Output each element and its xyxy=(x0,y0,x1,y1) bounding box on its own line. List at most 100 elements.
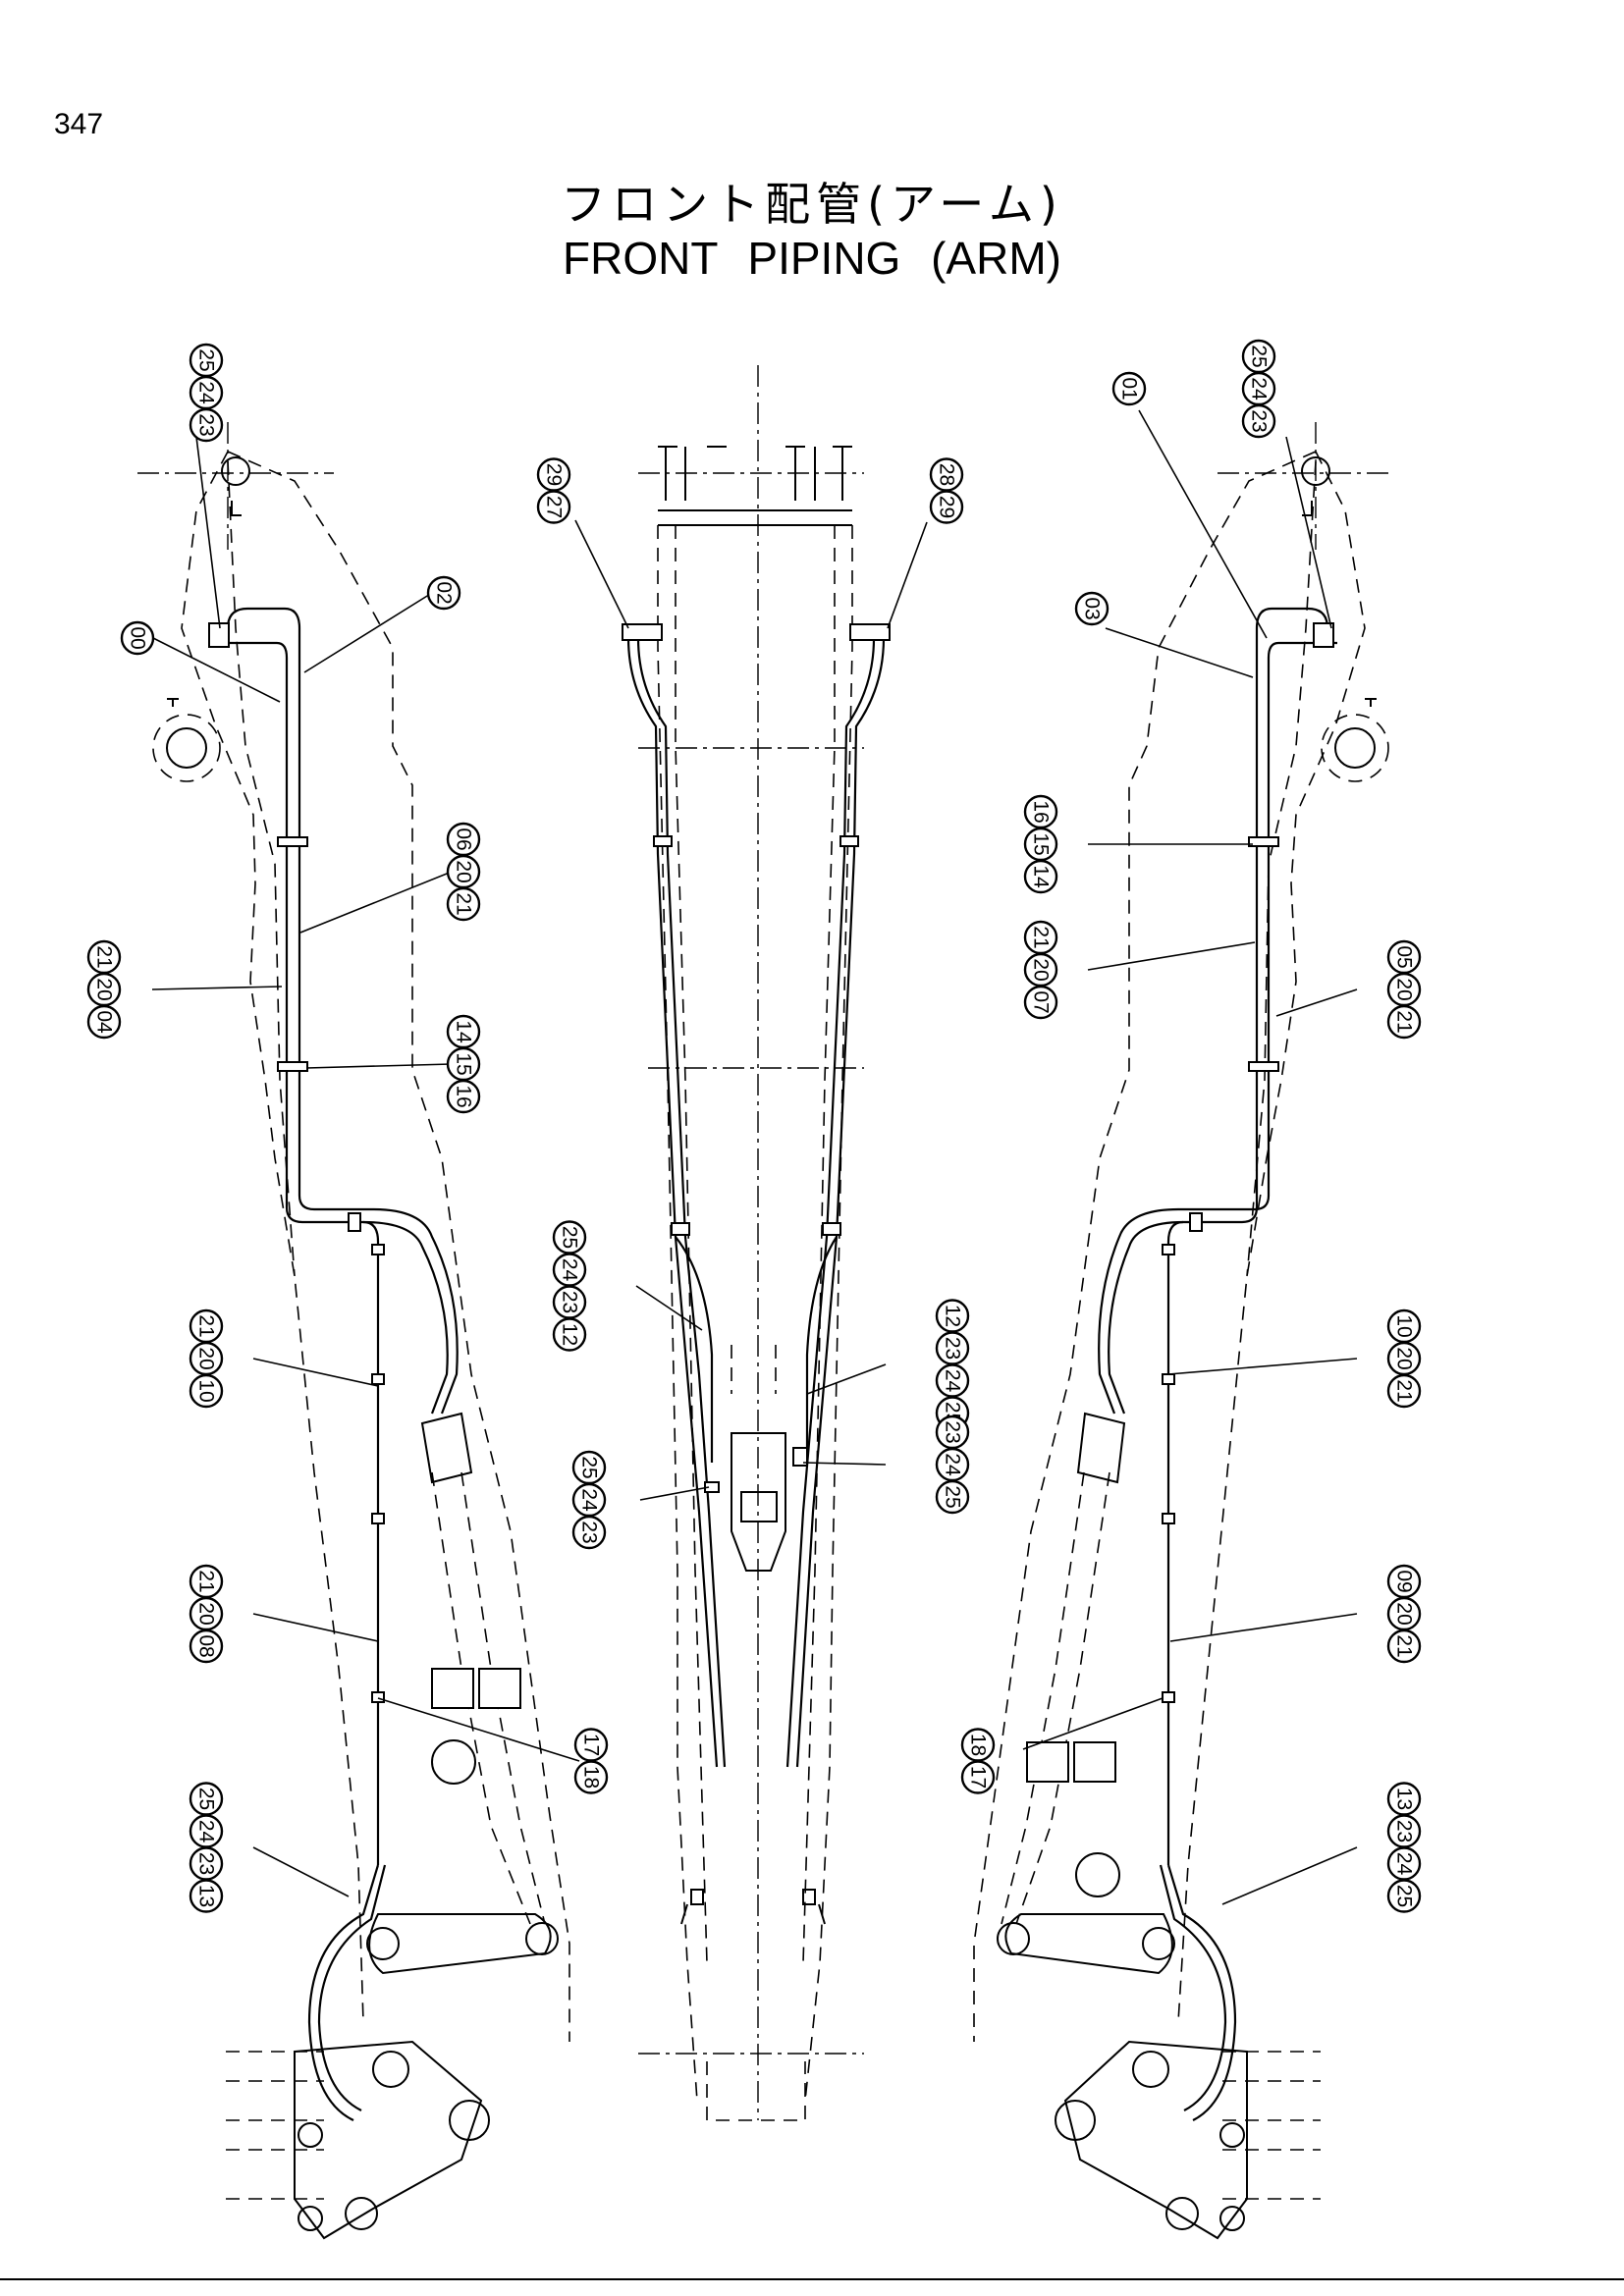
callout-group-r1: 01 xyxy=(1111,371,1147,406)
callout-circle xyxy=(86,1004,122,1040)
callout-number: 24 xyxy=(195,381,218,404)
callout-number: 28 xyxy=(936,463,958,486)
callout-number: 07 xyxy=(1030,990,1053,1013)
callout-number: 24 xyxy=(578,1488,601,1512)
callout-circle xyxy=(960,1760,996,1794)
callout-number: 25 xyxy=(1393,1885,1416,1907)
callout-number: 20 xyxy=(195,1347,218,1369)
callout-circle xyxy=(1241,403,1276,439)
callout-number: 24 xyxy=(942,1369,964,1393)
callout-circle xyxy=(426,575,461,611)
callout-group-l1: 25 24 23 xyxy=(189,343,224,443)
callout-group-r4: 16 15 14 xyxy=(1023,794,1058,894)
callout-group-l4: 06 20 21 xyxy=(446,822,481,922)
callout-number: 29 xyxy=(936,496,958,518)
callout-number: 21 xyxy=(1030,926,1053,948)
callout-group-r3: 03 xyxy=(1074,591,1110,626)
callout-circle xyxy=(189,1629,224,1664)
callout-number: 29 xyxy=(543,463,566,486)
page-number: 347 xyxy=(54,108,104,140)
callout-number: 13 xyxy=(195,1885,218,1907)
center-top-view xyxy=(574,365,928,2121)
callout-number: 21 xyxy=(1393,1010,1416,1033)
callout-circle xyxy=(1023,985,1058,1020)
callout-number: 05 xyxy=(1393,945,1416,968)
callout-number: 14 xyxy=(453,1020,475,1043)
callout-circle xyxy=(1386,1629,1422,1664)
callout-number: 24 xyxy=(559,1258,581,1282)
callout-number: 20 xyxy=(1393,978,1416,1000)
callout-group-l7: 21 20 10 xyxy=(189,1308,224,1409)
callout-number: 23 xyxy=(1248,409,1271,432)
callout-number: 15 xyxy=(453,1052,475,1075)
callout-number: 06 xyxy=(453,828,475,850)
callout-number: 23 xyxy=(1393,1820,1416,1842)
callout-number: 14 xyxy=(1030,865,1053,888)
callout-circle xyxy=(1386,1879,1422,1913)
callout-number: 17 xyxy=(580,1734,603,1756)
callout-group-l2: 00 xyxy=(120,620,155,656)
callout-number: 01 xyxy=(1118,377,1141,400)
callout-circle xyxy=(446,886,481,922)
callout-number: 08 xyxy=(195,1634,218,1657)
callout-number: 21 xyxy=(195,1314,218,1337)
callout-circle xyxy=(120,620,155,656)
callout-number: 12 xyxy=(559,1323,581,1346)
callout-number: 10 xyxy=(1393,1314,1416,1337)
callout-number: 23 xyxy=(559,1291,581,1313)
callout-circle xyxy=(536,490,571,524)
callout-number: 16 xyxy=(453,1085,475,1107)
callout-circle xyxy=(189,1373,224,1409)
callout-number: 21 xyxy=(93,945,116,968)
callout-number: 24 xyxy=(195,1820,218,1843)
callout-number: 27 xyxy=(543,496,566,518)
callout-number: 20 xyxy=(1393,1347,1416,1369)
callout-circle xyxy=(571,1515,607,1550)
callout-group-l3: 02 xyxy=(426,575,461,611)
callout-number: 20 xyxy=(195,1602,218,1625)
title-japanese: フロント配管(アーム) xyxy=(561,178,1063,231)
callout-number: 03 xyxy=(1081,597,1104,619)
callout-circle xyxy=(1386,1004,1422,1040)
callout-group-r7: 10 20 21 xyxy=(1386,1308,1422,1409)
callout-number: 23 xyxy=(195,413,218,436)
callout-number: 20 xyxy=(453,860,475,882)
callout-number: 24 xyxy=(1393,1852,1416,1876)
callout-number: 25 xyxy=(195,1788,218,1810)
callout-group-c3: 25 24 23 12 xyxy=(552,1220,587,1352)
callout-circle xyxy=(1023,859,1058,894)
callout-number: 13 xyxy=(1393,1788,1416,1810)
callout-number: 18 xyxy=(967,1734,990,1756)
title-english: FRONT PIPING (ARM) xyxy=(563,233,1061,284)
callout-number: 10 xyxy=(195,1379,218,1402)
callout-circle xyxy=(1386,1373,1422,1409)
callout-number: 09 xyxy=(1393,1570,1416,1592)
callout-number: 21 xyxy=(1393,1634,1416,1657)
callout-number: 24 xyxy=(1248,377,1271,400)
callout-number: 25 xyxy=(559,1226,581,1249)
callout-group-r10: 13 23 24 25 xyxy=(1386,1782,1422,1913)
callout-number: 23 xyxy=(942,1420,964,1443)
callout-number: 16 xyxy=(1030,800,1053,823)
callout-circle xyxy=(935,1479,970,1515)
callout-number: 23 xyxy=(578,1521,601,1543)
callout-number: 18 xyxy=(580,1766,603,1789)
callout-number: 04 xyxy=(93,1010,116,1034)
callout-number: 21 xyxy=(1393,1379,1416,1402)
callout-number: 21 xyxy=(453,892,475,915)
callout-number: 15 xyxy=(1030,832,1053,855)
left-arm-view xyxy=(137,422,580,2240)
callout-number: 25 xyxy=(195,348,218,371)
